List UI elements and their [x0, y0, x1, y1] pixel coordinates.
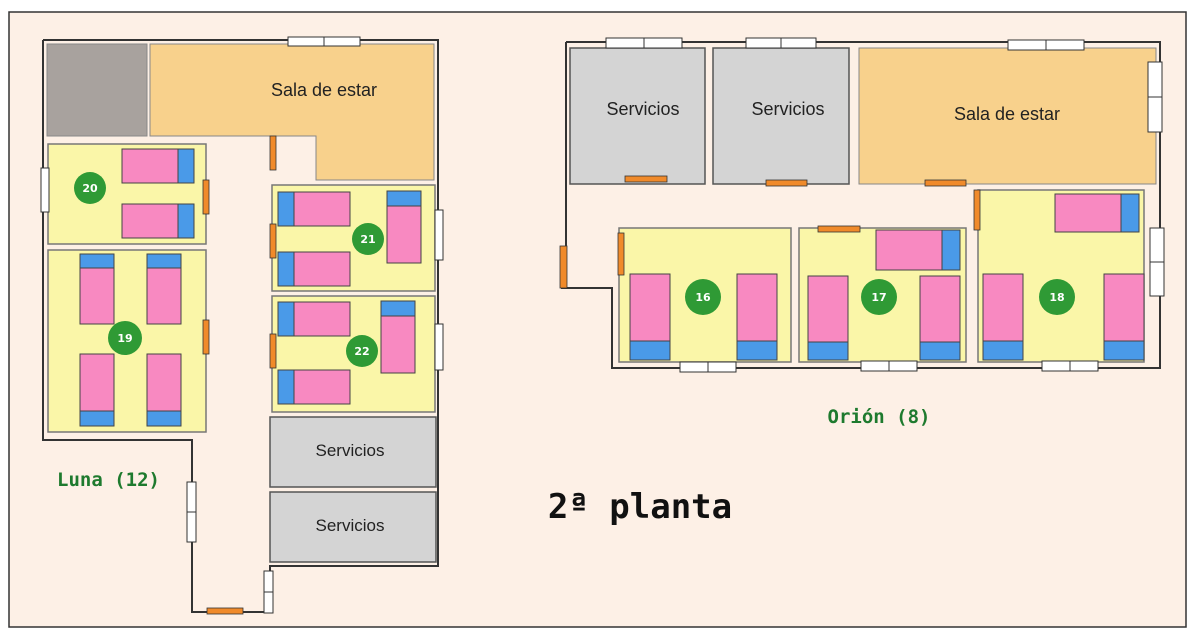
bed — [146, 253, 182, 325]
door — [924, 179, 967, 187]
wing-label-orion: Orión (8) — [828, 406, 931, 428]
bed — [919, 275, 961, 361]
bed — [386, 190, 422, 264]
room-number-18: 18 — [1049, 291, 1064, 304]
door — [973, 189, 981, 231]
window — [434, 209, 444, 261]
bed — [277, 301, 351, 337]
door — [269, 135, 277, 171]
window — [263, 570, 274, 614]
door — [269, 223, 277, 259]
services-room-4-label: Servicios — [751, 99, 824, 119]
room-badge-16 — [685, 279, 721, 315]
bed — [982, 273, 1024, 361]
door — [206, 607, 244, 615]
services-room-2-label: Servicios — [316, 516, 385, 535]
window — [745, 37, 817, 49]
door — [624, 175, 668, 183]
living-room-orion — [858, 47, 1157, 185]
window — [1041, 360, 1099, 372]
window — [186, 481, 197, 543]
bed — [1103, 273, 1145, 361]
door — [202, 319, 210, 355]
orion-wing: Servicios Servicios Sala de estar 16 17 … — [559, 37, 1165, 428]
bed — [380, 300, 416, 374]
services-room-3 — [569, 47, 706, 185]
bed — [121, 148, 195, 184]
bed — [277, 191, 351, 227]
room-number-17: 17 — [871, 291, 886, 304]
door — [765, 179, 808, 187]
bed — [629, 273, 671, 361]
luna-wing: Sala de estar 20 19 21 22 Servicios — [40, 36, 444, 615]
window — [1149, 227, 1165, 297]
services-room-2 — [269, 491, 437, 563]
bed — [277, 251, 351, 287]
room-badge-17 — [861, 279, 897, 315]
living-room-orion-label: Sala de estar — [954, 104, 1060, 124]
window — [40, 167, 50, 213]
wing-label-luna: Luna (12) — [57, 469, 160, 491]
living-room-luna — [149, 43, 435, 181]
services-room-3-label: Servicios — [606, 99, 679, 119]
room-number-22: 22 — [354, 345, 369, 358]
room-badge-20 — [74, 172, 106, 204]
bed — [875, 229, 961, 271]
bed — [79, 253, 115, 325]
room-badge-22 — [346, 335, 378, 367]
living-room-luna-label: Sala de estar — [271, 80, 377, 100]
floor-title: 2ª planta — [548, 487, 732, 527]
bed — [277, 369, 351, 405]
window — [287, 36, 361, 47]
door — [817, 225, 861, 233]
bed — [736, 273, 778, 361]
room-number-21: 21 — [360, 233, 375, 246]
room-number-20: 20 — [82, 182, 98, 195]
door — [202, 179, 210, 215]
room-number-19: 19 — [117, 332, 132, 345]
window — [860, 360, 918, 372]
door — [269, 333, 277, 369]
bed — [121, 203, 195, 239]
room-badge-21 — [352, 223, 384, 255]
bed — [1054, 193, 1140, 233]
services-room-1-label: Servicios — [316, 441, 385, 460]
services-room-1 — [269, 416, 437, 488]
services-room-4 — [712, 47, 850, 185]
room-badge-18 — [1039, 279, 1075, 315]
window — [434, 323, 444, 371]
bed — [807, 275, 849, 361]
window — [605, 37, 683, 49]
storage-room — [46, 43, 148, 137]
bed — [146, 353, 182, 427]
room-number-16: 16 — [695, 291, 711, 304]
door — [559, 245, 568, 289]
bed — [79, 353, 115, 427]
window — [1147, 61, 1163, 133]
window — [1007, 39, 1085, 51]
room-badge-19 — [108, 321, 142, 355]
door — [617, 232, 625, 276]
window — [679, 361, 737, 373]
